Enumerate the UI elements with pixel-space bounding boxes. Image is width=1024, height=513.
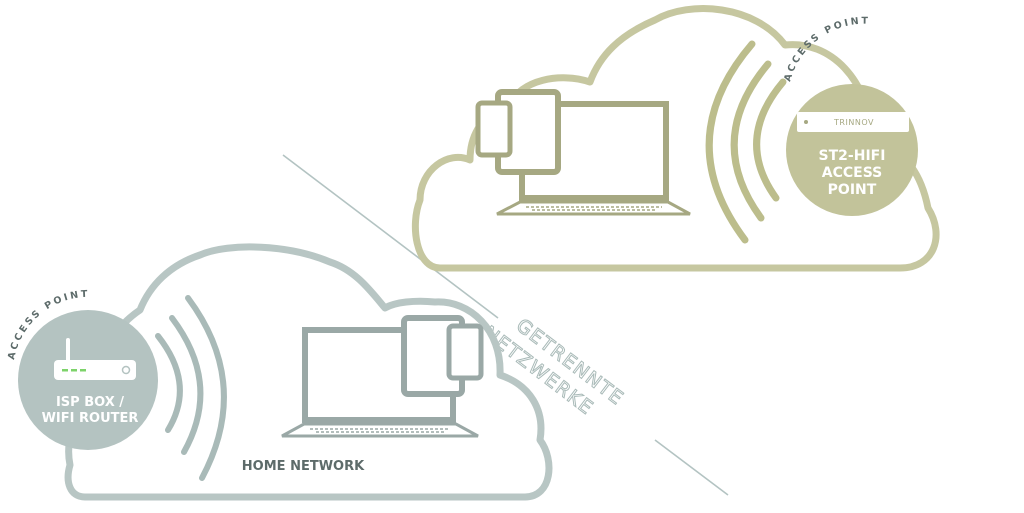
divider-line-lower	[654, 439, 729, 496]
hifi-device-label-line2: ACCESS	[822, 165, 882, 181]
hifi-phone-icon	[475, 100, 513, 158]
hifi-device-label-line1: ST2-HIFI	[819, 148, 886, 164]
hifi-wifi-signal-icon	[705, 40, 787, 244]
home-network-cloud: ACCESS POINT ISP BOX / WIFI ROUTER HO	[6, 243, 553, 501]
home-network-label: HOME NETWORK	[242, 459, 365, 474]
home-phone-icon	[446, 323, 484, 381]
home-router-icon	[54, 338, 136, 380]
hifi-streamer-icon: TRINNOV	[797, 112, 909, 132]
home-laptop-icon	[281, 327, 479, 438]
home-router-label-line2: WIFI ROUTER	[42, 411, 139, 426]
divider-line-upper	[282, 154, 499, 319]
hifi-device-label-line3: POINT	[828, 182, 877, 198]
hifi-device-brand: TRINNOV	[833, 118, 874, 127]
hifi-network-cloud: ACCESS POINT TRINNOV ST2-HIFI ACCESS POI…	[411, 5, 940, 272]
home-router-label-line1: ISP BOX /	[56, 395, 124, 410]
home-wifi-signal-icon	[155, 295, 227, 481]
